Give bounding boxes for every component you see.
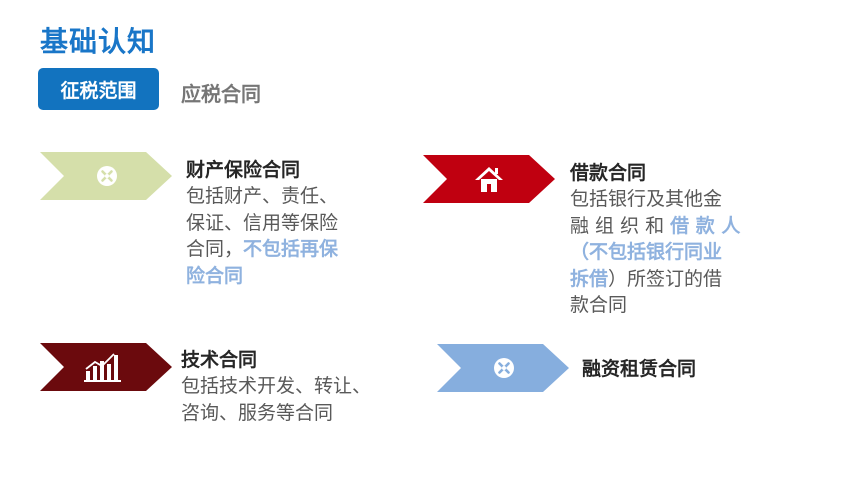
bar-chart-icon [84, 353, 121, 382]
arrow-badge-technology [40, 343, 172, 391]
text-run: 咨询、服务等合同 [181, 401, 334, 424]
highlighted-text: 不包括再保 [243, 238, 339, 260]
item-title: 技术合同 [181, 349, 258, 371]
item-financial-leasing: 融资租赁合同 [582, 356, 696, 382]
description-line: 拆借）所签订的借 [570, 266, 740, 293]
description-line: 合同，不包括再保 [186, 236, 338, 263]
arrow-badge-loan [423, 155, 555, 203]
highlighted-text: 拆借 [570, 267, 609, 290]
text-run: 包括银行及其他金 [570, 188, 723, 210]
tools-icon [97, 166, 117, 186]
text-run: 包括财产、责任、 [186, 185, 339, 207]
item-title: 借款合同 [570, 162, 647, 184]
description-line: 保证、信用等保险 [186, 210, 338, 237]
description-line: 融 组 织 和 借 款 人 [570, 213, 740, 240]
category-subtitle: 应税合同 [181, 82, 261, 106]
page-title: 基础认知 [40, 25, 157, 58]
item-description: 包括财产、责任、保证、信用等保险合同，不包括再保险合同 [186, 183, 338, 289]
text-run: 融 组 织 和 [570, 214, 671, 237]
item-technology: 技术合同 包括技术开发、转让、咨询、服务等合同 [181, 347, 371, 426]
text-run: 合同， [186, 238, 244, 260]
category-tag: 征税范围 [38, 68, 159, 110]
item-loan: 借款合同 包括银行及其他金融 组 织 和 借 款 人（不包括银行同业拆借）所签订… [570, 160, 740, 319]
arrow-badge-property-insurance [40, 152, 172, 200]
description-line: 包括财产、责任、 [186, 183, 338, 210]
highlighted-text: 险合同 [186, 264, 244, 287]
house-icon [475, 167, 503, 192]
description-line: 包括银行及其他金 [570, 186, 740, 213]
description-line: （不包括银行同业 [570, 239, 740, 266]
item-description: 包括银行及其他金融 组 织 和 借 款 人（不包括银行同业拆借）所签订的借款合同 [570, 186, 740, 319]
highlighted-text: （ [570, 241, 590, 263]
tools-icon [494, 358, 514, 378]
description-line: 咨询、服务等合同 [181, 400, 371, 427]
text-run: ）所签订的借 [608, 267, 723, 290]
highlighted-text: 不包括银行同业 [589, 241, 723, 263]
text-run: 保证、信用等保险 [186, 211, 339, 234]
arrow-badge-financial-leasing [437, 344, 569, 392]
highlighted-text: 借 款 人 [670, 214, 741, 237]
description-line: 款合同 [570, 292, 740, 319]
text-run: 包括技术开发、转让、 [181, 375, 372, 397]
item-property-insurance: 财产保险合同 包括财产、责任、保证、信用等保险合同，不包括再保险合同 [186, 157, 338, 289]
item-title: 财产保险合同 [186, 159, 301, 181]
description-line: 包括技术开发、转让、 [181, 373, 371, 400]
text-run: 款合同 [570, 294, 628, 316]
item-title: 融资租赁合同 [582, 358, 697, 380]
item-description: 包括技术开发、转让、咨询、服务等合同 [181, 373, 371, 426]
description-line: 险合同 [186, 263, 338, 290]
